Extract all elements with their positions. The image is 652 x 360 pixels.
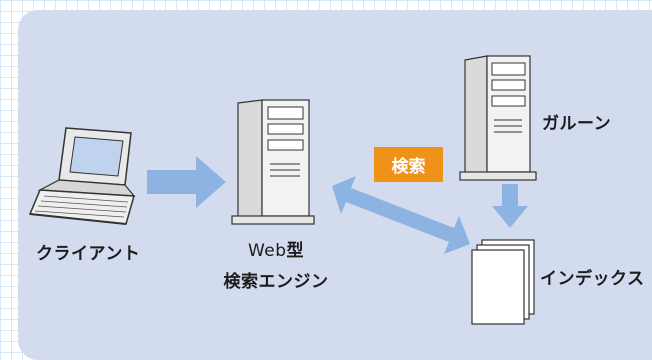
engine-label-line2: 検索エンジン: [223, 272, 329, 292]
laptop-icon: [28, 127, 136, 225]
engine-label-web: Web: [247, 241, 287, 261]
engine-label-type: 型: [286, 241, 305, 261]
documents-icon: [471, 239, 535, 325]
client-label: クライアント: [36, 244, 141, 264]
server-tower-icon: [231, 99, 315, 225]
index-label: インデックス: [540, 269, 645, 289]
search-tag: 検索: [374, 147, 443, 182]
garoon-label: ガルーン: [542, 114, 612, 134]
arrow-garoon-to-index: [492, 184, 528, 228]
diagram-art: [28, 55, 537, 325]
arrow-client-to-engine: [147, 156, 226, 208]
engine-label: Web型 検索エンジン: [206, 236, 346, 292]
arrow-search-bidirectional: [332, 176, 470, 254]
server-tower-icon: [459, 55, 537, 181]
